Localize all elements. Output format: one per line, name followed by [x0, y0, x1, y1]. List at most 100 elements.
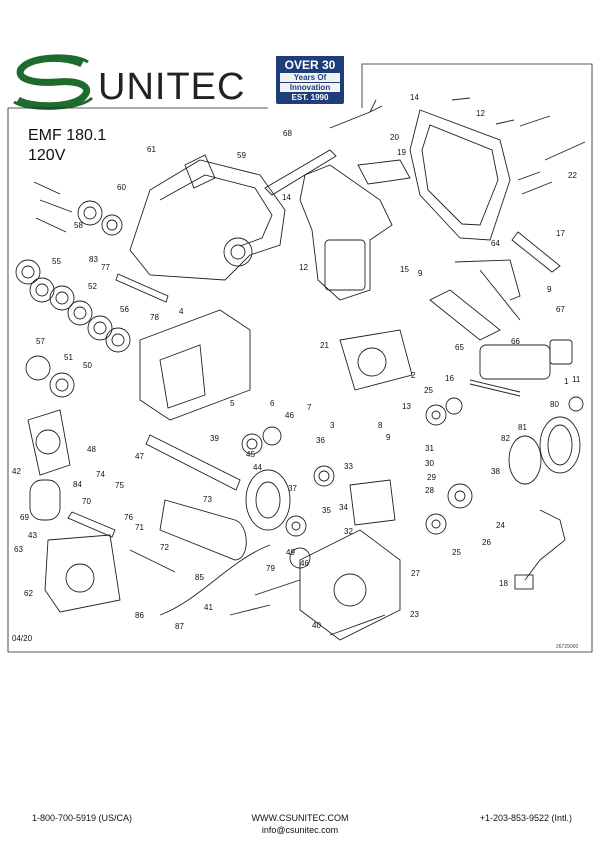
part-number-label: 35: [322, 506, 331, 515]
part-number-label: 9: [547, 285, 552, 294]
part-number-label: 65: [455, 343, 464, 352]
model-name: EMF 180.1: [28, 127, 107, 144]
part-number-label: 49: [286, 548, 295, 557]
part-number-label: 18: [499, 579, 508, 588]
part-number-label: 43: [28, 531, 37, 540]
part-number-label: 55: [52, 257, 61, 266]
exploded-parts-diagram: 14 12 20 68 19 22 61 59 60 14 17 58 83 6…: [7, 63, 593, 653]
part-number-label: 68: [283, 129, 292, 138]
part-number-label: 48: [87, 445, 96, 454]
parts-drawing: [15, 97, 586, 641]
part-number-label: 17: [556, 229, 565, 238]
part-number-label: 32: [344, 527, 353, 536]
model-voltage: 120V: [28, 147, 66, 164]
part-number-label: 6: [270, 399, 275, 408]
model-info: EMF 180.1 120V: [28, 126, 106, 166]
part-number-label: 5: [230, 399, 235, 408]
part-number-label: 21: [320, 341, 329, 350]
revision-date: 04/20: [12, 634, 33, 643]
part-number-label: 66: [511, 337, 520, 346]
part-number-label: 57: [36, 337, 45, 346]
part-number-label: 9: [418, 269, 423, 278]
part-number-label: 81: [518, 423, 527, 432]
part-number-label: 67: [556, 305, 565, 314]
part-number-label: 42: [12, 467, 21, 476]
part-number-label: 11: [572, 375, 581, 384]
part-number-label: 70: [82, 497, 91, 506]
part-number-label: 79: [266, 564, 275, 573]
part-number-label: 34: [339, 503, 348, 512]
part-number-label: 24: [496, 521, 505, 530]
part-number-label: 4: [179, 307, 184, 316]
part-number-label: 60: [117, 183, 126, 192]
part-number-label: 86: [135, 611, 144, 620]
part-number-label: 71: [135, 523, 144, 532]
part-number-label: 2: [411, 371, 416, 380]
part-number-label: 76: [124, 513, 133, 522]
part-number-label: 74: [96, 470, 105, 479]
part-number-label: 14: [282, 193, 291, 202]
part-number-label: 1: [564, 377, 569, 386]
part-number-label: 37: [288, 484, 297, 493]
part-number-label: 75: [115, 481, 124, 490]
part-number-label: 61: [147, 145, 156, 154]
footer-email[interactable]: info@csunitec.com: [261, 825, 339, 835]
footer-phone-us: 1-800-700-5919 (US/CA): [32, 813, 133, 823]
part-number-label: 80: [550, 400, 559, 409]
badge-established: EST. 1990: [291, 93, 329, 102]
part-number-label: 62: [24, 589, 33, 598]
part-number-label: 46: [285, 411, 294, 420]
part-number-label: 78: [150, 313, 159, 322]
part-number-label: 14: [410, 93, 419, 102]
part-number-label: 9: [386, 433, 391, 442]
part-number-label: 77: [101, 263, 110, 272]
part-number-labels: 14 12 20 68 19 22 61 59 60 14 17 58 83 6…: [12, 93, 581, 631]
part-number-label: 30: [425, 459, 434, 468]
anniversary-badge: OVER 30 Years Of Innovation EST. 1990: [276, 56, 344, 104]
part-number-label: 69: [20, 513, 29, 522]
part-number-label: 59: [237, 151, 246, 160]
part-number-label: 26: [482, 538, 491, 547]
part-number-label: 36: [316, 436, 325, 445]
part-number-label: 22: [568, 171, 577, 180]
part-number-label: 46: [300, 559, 309, 568]
part-number-label: 15: [400, 265, 409, 274]
part-number-label: 63: [14, 545, 23, 554]
badge-years: Years Of: [280, 73, 340, 82]
part-number-label: 16: [445, 374, 454, 383]
drawing-number: 26729000: [556, 644, 579, 650]
part-number-label: 50: [83, 361, 92, 370]
part-number-label: 28: [425, 486, 434, 495]
footer-website[interactable]: WWW.CSUNITEC.COM: [251, 813, 349, 823]
part-number-label: 84: [73, 480, 82, 489]
part-number-label: 45: [246, 450, 255, 459]
brand-name: UNITEC: [98, 66, 246, 108]
part-number-label: 73: [203, 495, 212, 504]
part-number-label: 25: [424, 386, 433, 395]
footer-phone-intl: +1-203-853-9522 (Intl.): [479, 813, 572, 823]
part-number-label: 58: [74, 221, 83, 230]
part-number-label: 29: [427, 473, 436, 482]
part-number-label: 83: [89, 255, 98, 264]
part-number-label: 72: [160, 543, 169, 552]
badge-innovation: Innovation: [280, 83, 340, 92]
part-number-label: 12: [476, 109, 485, 118]
part-number-label: 64: [491, 239, 500, 248]
part-number-label: 56: [120, 305, 129, 314]
badge-headline: OVER 30: [276, 56, 344, 72]
part-number-label: 39: [210, 434, 219, 443]
part-number-label: 38: [491, 467, 500, 476]
part-number-label: 87: [175, 622, 184, 631]
part-number-label: 3: [330, 421, 335, 430]
part-number-label: 19: [397, 148, 406, 157]
part-number-label: 51: [64, 353, 73, 362]
part-number-label: 85: [195, 573, 204, 582]
part-number-label: 44: [253, 463, 262, 472]
part-number-label: 40: [312, 621, 321, 630]
part-number-label: 25: [452, 548, 461, 557]
part-number-label: 20: [390, 133, 399, 142]
part-number-label: 47: [135, 452, 144, 461]
part-number-label: 82: [501, 434, 510, 443]
part-number-label: 27: [411, 569, 420, 578]
part-number-label: 33: [344, 462, 353, 471]
